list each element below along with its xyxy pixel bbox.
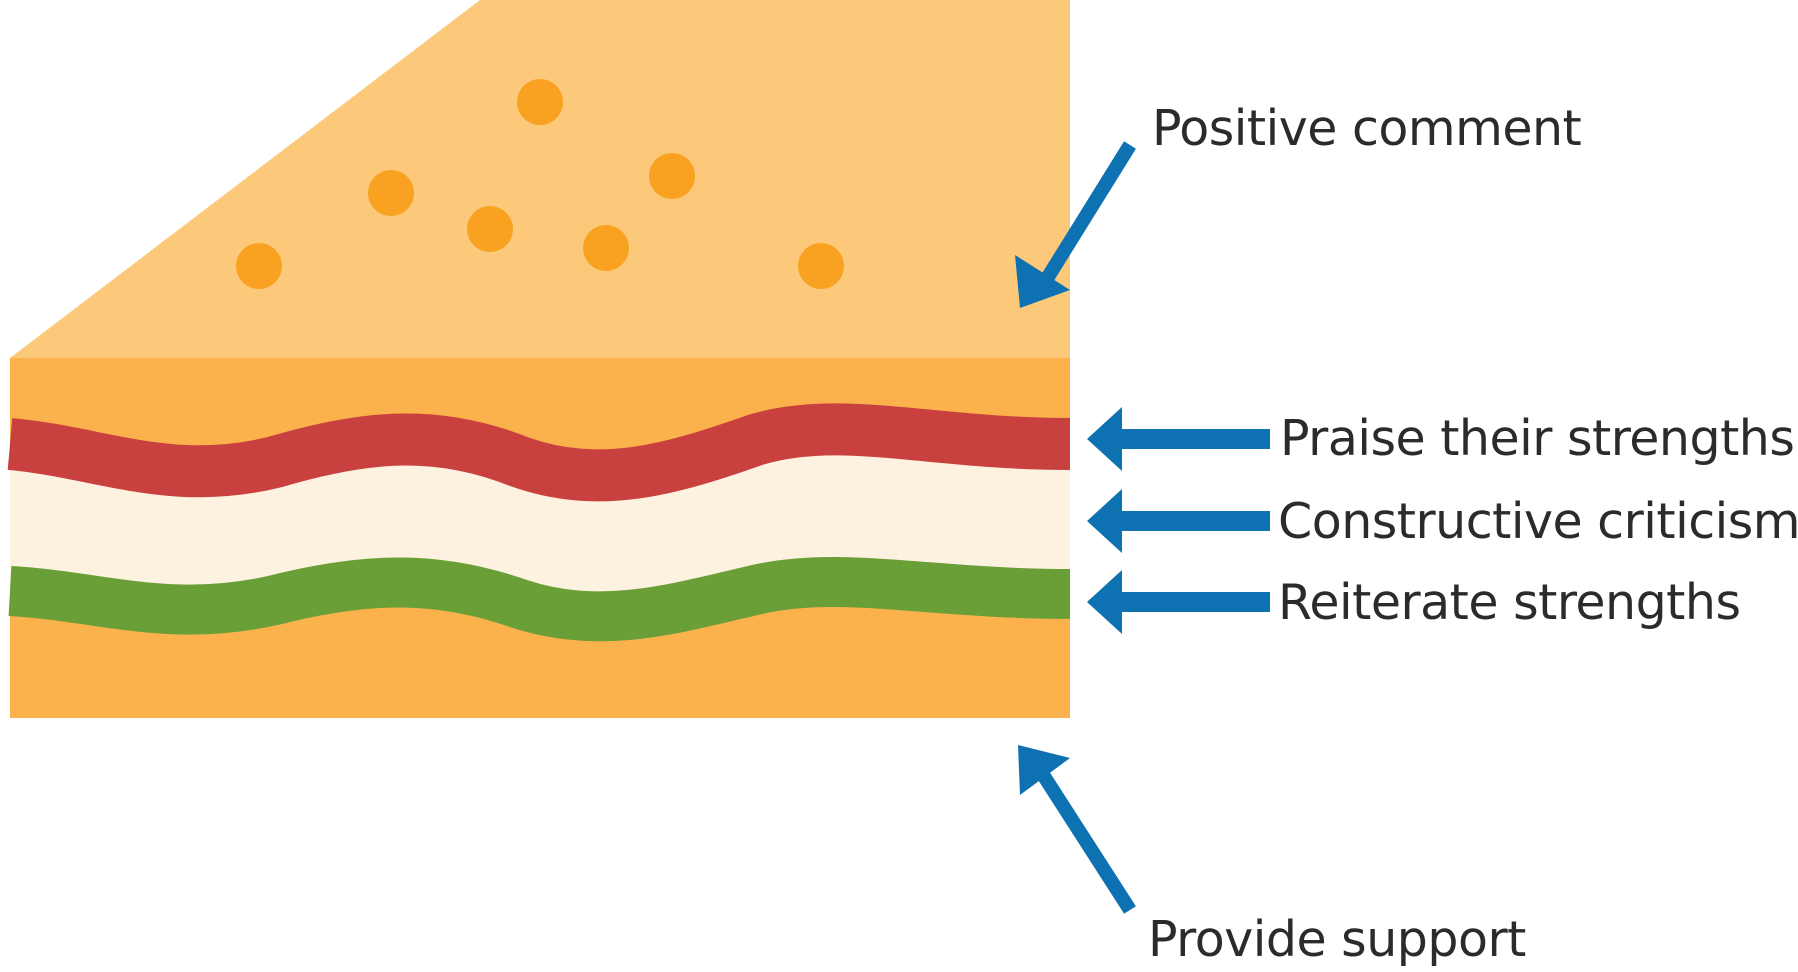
seed-7	[798, 243, 844, 289]
arrow-top-shaft	[1037, 141, 1136, 289]
seed-1	[517, 79, 563, 125]
label-positive-comment: Positive comment	[1152, 100, 1582, 157]
seed-5	[583, 225, 629, 271]
arrows	[1015, 141, 1270, 914]
arrow-bottom-shaft	[1034, 766, 1136, 914]
lettuce-layer	[8, 557, 1071, 642]
seed-4	[467, 206, 513, 252]
label-praise-strengths: Praise their strengths	[1280, 410, 1795, 467]
seeds	[236, 79, 844, 289]
arrow-praise-head	[1087, 407, 1122, 471]
arrow-reiterate-head	[1087, 570, 1122, 634]
seed-3	[649, 153, 695, 199]
seed-2	[368, 170, 414, 216]
tomato-layer	[7, 403, 1071, 502]
label-reiterate-strengths: Reiterate strengths	[1278, 574, 1741, 631]
arrow-top-head	[1015, 255, 1070, 308]
label-provide-support: Provide support	[1148, 911, 1526, 968]
arrow-bottom-head	[1018, 745, 1070, 795]
arrow-criticism-head	[1087, 489, 1122, 553]
label-constructive-criticism: Constructive criticism	[1278, 493, 1798, 550]
seed-6	[236, 243, 282, 289]
